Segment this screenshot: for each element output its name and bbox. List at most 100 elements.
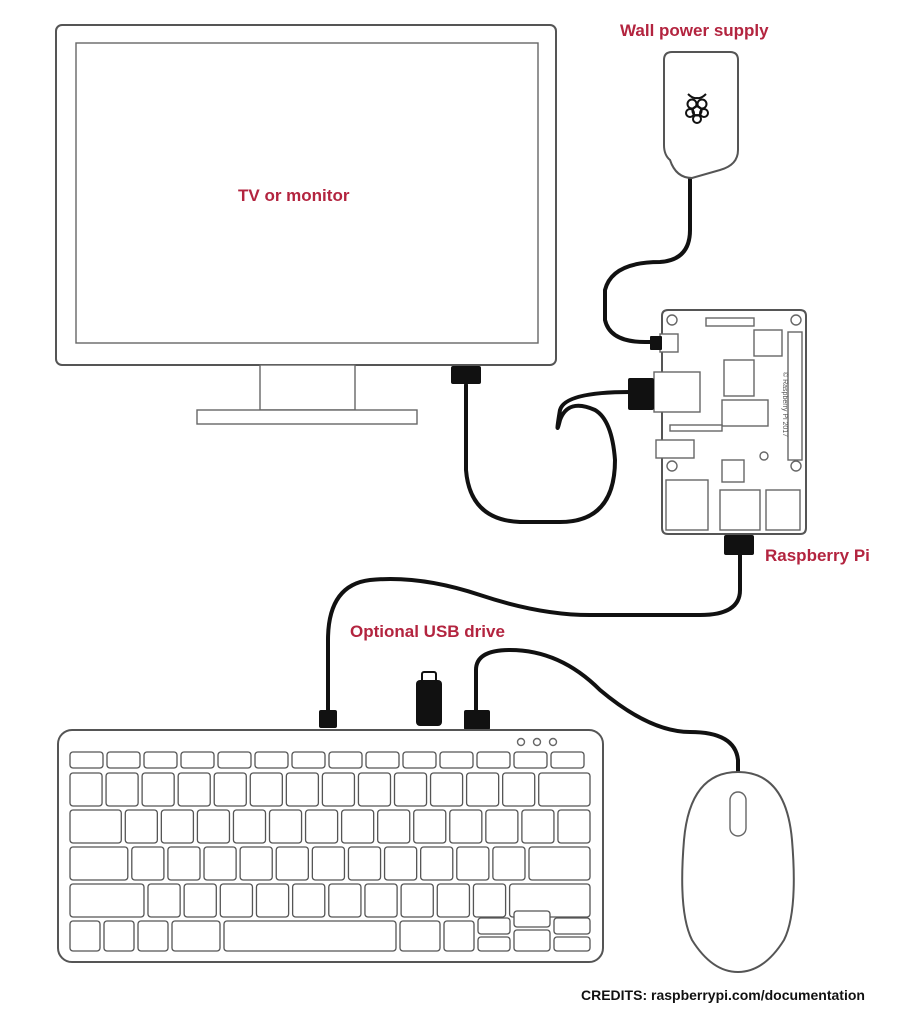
keyboard-key <box>521 809 555 844</box>
keyboard-key <box>167 846 201 881</box>
keyboard-key <box>472 883 507 918</box>
keyboard-key <box>485 809 519 844</box>
keyboard-key <box>365 751 400 769</box>
label-optional-usb-drive: Optional USB drive <box>350 622 505 641</box>
keyboard-key <box>420 846 454 881</box>
keyboard-key <box>321 772 356 807</box>
keyboard-key <box>557 809 591 844</box>
keyboard-key <box>105 772 139 807</box>
keyboard-key <box>69 883 145 918</box>
keyboard-key <box>69 809 122 844</box>
keyboard-key <box>443 920 475 952</box>
keyboard-key <box>364 883 398 918</box>
keyboard-key <box>328 751 363 769</box>
keyboard-key <box>232 809 267 844</box>
svg-text:© Raspberry Pi 2017: © Raspberry Pi 2017 <box>781 372 789 437</box>
keyboard-key <box>268 809 303 844</box>
keyboard-key <box>171 920 221 952</box>
keyboard-key <box>477 936 511 952</box>
keyboard-key <box>402 751 437 769</box>
hdmi-plug-monitor <box>451 366 481 384</box>
keyboard-key <box>393 772 428 807</box>
keyboard-key <box>103 920 135 952</box>
usb-plug-keyboard <box>724 535 754 555</box>
keyboard-key <box>69 920 101 952</box>
keyboard-key <box>550 751 585 769</box>
power-plug-pi <box>650 336 662 350</box>
keyboard-key <box>456 846 490 881</box>
keyboard-key <box>465 772 500 807</box>
keyboard-key <box>383 846 418 881</box>
keyboard-key <box>328 883 362 918</box>
credits-text: CREDITS: raspberrypi.com/documentation <box>581 987 865 1003</box>
keyboard-key <box>213 772 247 807</box>
keyboard-key <box>439 751 474 769</box>
hdmi-port <box>653 371 701 413</box>
keyboard-key <box>357 772 392 807</box>
keyboard-key <box>143 751 178 769</box>
keyboard-key <box>69 846 129 881</box>
keyboard <box>57 729 604 963</box>
keyboard-key <box>513 929 551 952</box>
keyboard-key <box>131 846 165 881</box>
keyboard-key <box>254 751 289 769</box>
keyboard-key <box>223 920 397 952</box>
keyboard-keys <box>69 751 591 952</box>
keyboard-key <box>137 920 169 952</box>
usb-plug-keyboard-end <box>319 710 337 728</box>
keyboard-key <box>124 809 158 844</box>
keyboard-key <box>69 772 103 807</box>
keyboard-key <box>347 846 382 881</box>
keyboard-key <box>147 883 181 918</box>
keyboard-key <box>340 809 375 844</box>
gpio-header <box>787 331 803 461</box>
keyboard-key <box>291 751 326 769</box>
keyboard-key <box>399 920 441 952</box>
keyboard-key <box>255 883 290 918</box>
keyboard-key <box>476 751 511 769</box>
keyboard-key <box>249 772 283 807</box>
keyboard-key <box>196 809 231 844</box>
keyboard-key <box>513 751 548 769</box>
power-port <box>659 333 679 353</box>
keyboard-key <box>141 772 175 807</box>
usb-plug-mouse <box>464 710 490 730</box>
raspberry-logo-icon <box>685 93 709 124</box>
wall-power-supply <box>663 51 739 180</box>
usb-drive <box>416 680 442 726</box>
keyboard-key <box>528 846 591 881</box>
usb-port-a <box>719 489 761 531</box>
keyboard-key <box>203 846 237 881</box>
keyboard-key <box>275 846 309 881</box>
mouse-cable <box>474 648 740 774</box>
label-wall-power-supply: Wall power supply <box>620 21 769 40</box>
keyboard-key <box>180 751 215 769</box>
keyboard-key <box>436 883 471 918</box>
hdmi-cable <box>464 383 632 524</box>
keyboard-key <box>400 883 434 918</box>
keyboard-key <box>177 772 211 807</box>
keyboard-key <box>492 846 526 881</box>
label-raspberry-pi: Raspberry Pi <box>765 546 870 565</box>
keyboard-key <box>217 751 252 769</box>
keyboard-key <box>413 809 447 844</box>
keyboard-key <box>502 772 536 807</box>
keyboard-key <box>377 809 411 844</box>
keyboard-key <box>239 846 273 881</box>
keyboard-key <box>553 936 591 952</box>
usb-port-b <box>765 489 801 531</box>
keyboard-key <box>553 917 591 935</box>
keyboard-key <box>304 809 339 844</box>
keyboard-key <box>513 910 551 928</box>
keyboard-key <box>429 772 464 807</box>
keyboard-key <box>311 846 346 881</box>
hdmi-plug-pi <box>628 378 654 410</box>
power-cable <box>603 168 692 344</box>
keyboard-key <box>160 809 195 844</box>
scroll-wheel <box>729 791 747 837</box>
keyboard-key <box>538 772 591 807</box>
keyboard-key <box>106 751 141 769</box>
mouse <box>681 770 795 974</box>
keyboard-key <box>291 883 326 918</box>
